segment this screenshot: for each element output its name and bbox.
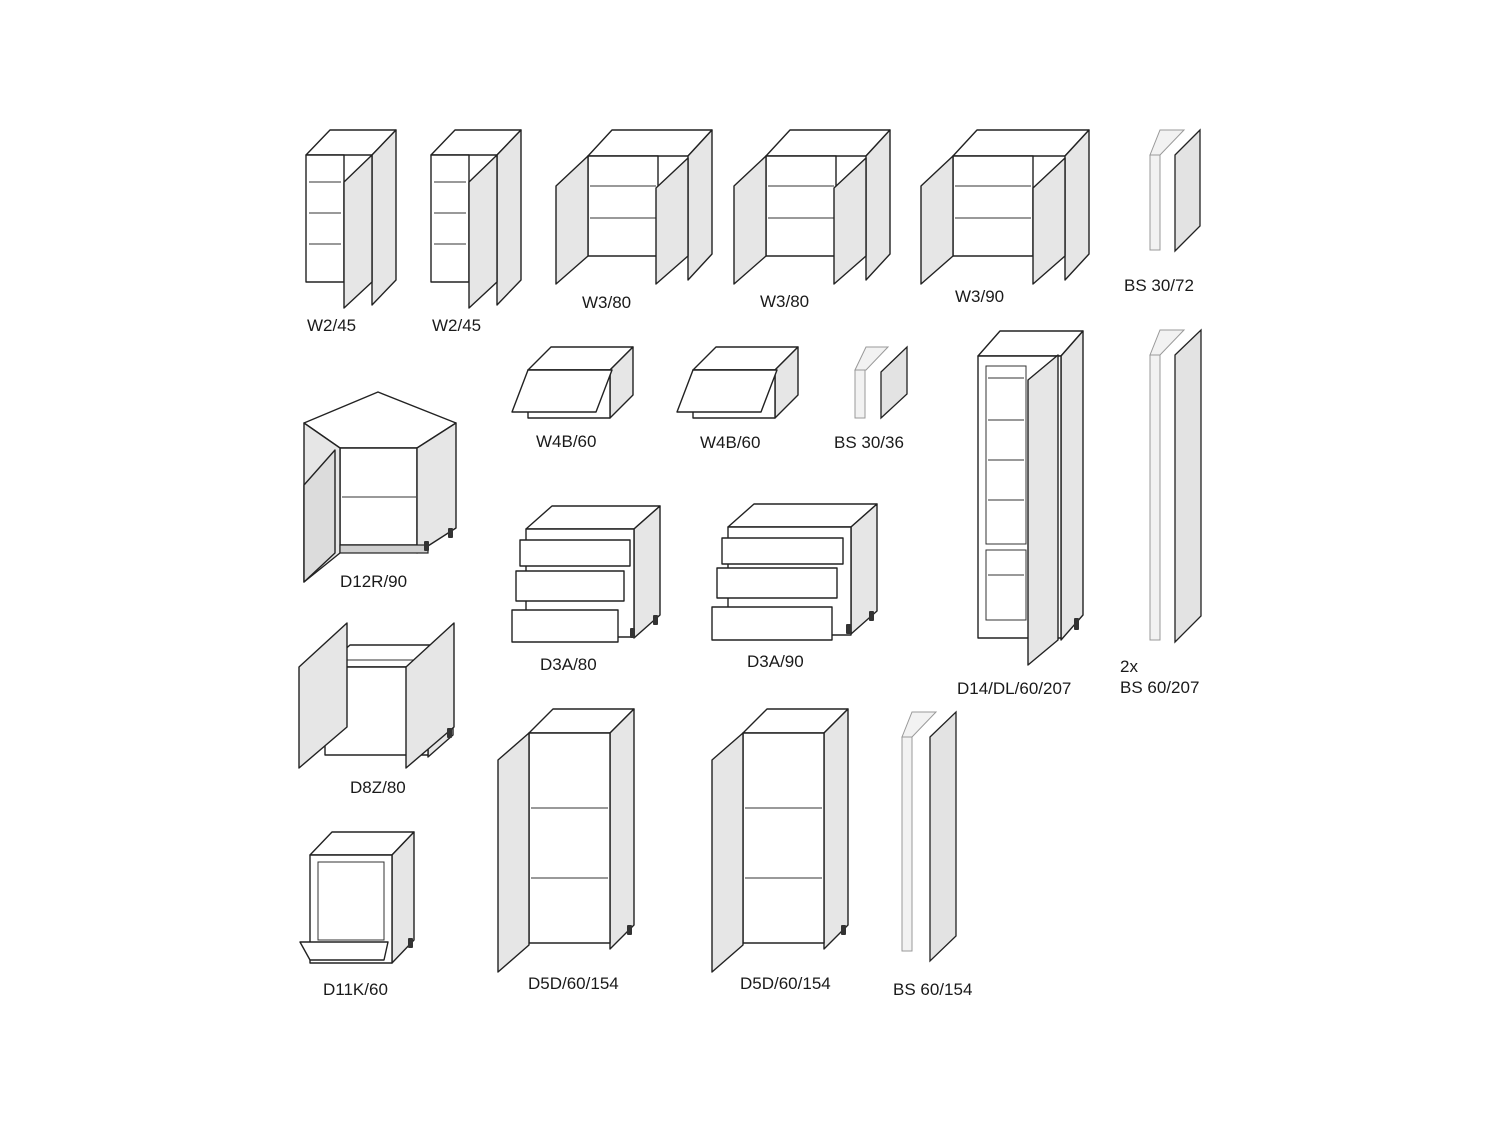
cabinet-code-label: W3/80 [582, 293, 632, 312]
side-panel-bs-60-207-drawing [1149, 328, 1202, 644]
cabinet-w4b-60-b-drawing [676, 346, 799, 419]
cabinet-d3a-90-drawing [711, 503, 878, 641]
cabinet-code-label: D5D/60/154 [740, 974, 831, 993]
cabinet-code-label: W3/90 [955, 287, 1005, 306]
cabinet-code-label: D14/DL/60/207 [957, 679, 1072, 698]
cabinet-w3-80-a-drawing [555, 129, 713, 285]
cabinet-code-label: D5D/60/154 [528, 974, 619, 993]
cabinet-code-label: D3A/80 [540, 655, 597, 674]
cabinet-w3-90-drawing [920, 129, 1090, 285]
cabinet-d8z-80-drawing [298, 622, 455, 769]
cabinet-code-label: D12R/90 [340, 572, 408, 591]
cabinet-code-label: D11K/60 [323, 980, 388, 999]
cabinet-d14-dl-60-207-drawing [977, 330, 1084, 666]
cabinet-code-label: W3/80 [760, 292, 810, 311]
side-panel-label: 2x BS 60/207 [1120, 656, 1199, 698]
cabinet-code-label: D8Z/80 [350, 778, 406, 797]
cabinet-code-label: D3A/90 [747, 652, 804, 671]
cabinet-d11k-60-drawing [299, 831, 415, 964]
cabinet-w2-45-b-drawing [430, 129, 522, 309]
side-panel-bs-30-72-drawing [1149, 128, 1201, 253]
cabinet-w4b-60-a-drawing [511, 346, 634, 419]
cabinet-d3a-80-drawing [511, 505, 661, 643]
cabinet-d12r-90-drawing [303, 391, 457, 583]
cabinet-code-label: BS 30/72 [1124, 276, 1194, 295]
cabinet-code-label: W2/45 [307, 316, 357, 335]
cabinet-w2-45-a-drawing [305, 129, 397, 309]
cabinet-code-label: BS 30/36 [834, 433, 904, 452]
cabinet-w3-80-b-drawing [733, 129, 891, 285]
cabinet-code-label: W2/45 [432, 316, 482, 335]
side-panel-bs-60-154-drawing [901, 710, 957, 963]
cabinet-code-label: BS 60/207 [1120, 678, 1200, 697]
quantity-label: 2x [1120, 657, 1138, 676]
side-panel-bs-30-36-drawing [854, 345, 908, 420]
cabinet-d5d-60-154-b-drawing [711, 708, 849, 973]
cabinet-d5d-60-154-a-drawing [497, 708, 635, 973]
cabinet-code-label: BS 60/154 [893, 980, 973, 999]
cabinet-code-label: W4B/60 [536, 432, 597, 451]
cabinet-code-label: W4B/60 [700, 433, 761, 452]
